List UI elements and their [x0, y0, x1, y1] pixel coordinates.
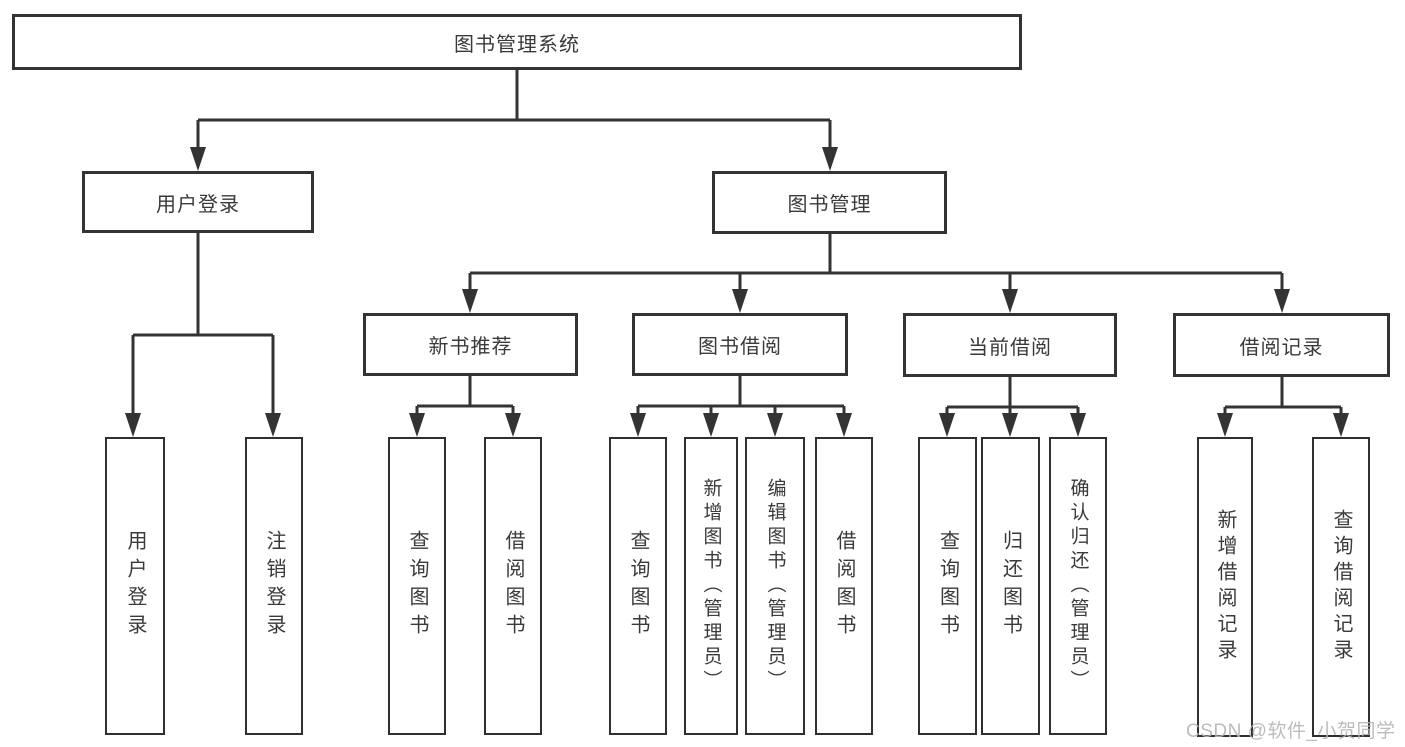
leaf-borrow-books-borrow: 借阅图书: [815, 437, 873, 735]
leaf-edit-books-admin: 编辑图书（管理员）: [745, 437, 805, 735]
leaf-query-books-newbooks-label: 查询图书: [406, 530, 428, 642]
node-book-management: 图书管理: [712, 171, 947, 234]
leaf-return-books: 归还图书: [981, 437, 1040, 735]
leaf-add-books-admin-label: 新增图书（管理员）: [700, 478, 722, 694]
leaf-edit-books-admin-label: 编辑图书（管理员）: [764, 478, 786, 694]
leaf-borrow-books-newbooks-label: 借阅图书: [502, 530, 524, 642]
node-user-login: 用户登录: [82, 171, 314, 233]
node-book-borrow-label: 图书借阅: [698, 336, 782, 358]
node-root: 图书管理系统: [12, 14, 1022, 70]
leaf-query-borrow-record: 查询借阅记录: [1312, 437, 1370, 737]
leaf-add-borrow-record: 新增借阅记录: [1197, 437, 1253, 737]
leaf-query-borrow-record-label: 查询借阅记录: [1330, 509, 1352, 665]
node-root-label: 图书管理系统: [454, 33, 580, 56]
node-user-login-label: 用户登录: [156, 193, 240, 216]
leaf-query-books-newbooks: 查询图书: [388, 437, 446, 735]
leaf-user-login: 用户登录: [105, 437, 165, 735]
leaf-confirm-return-admin-label: 确认归还（管理员）: [1067, 478, 1089, 694]
leaf-borrow-books-borrow-label: 借阅图书: [833, 530, 855, 642]
csdn-watermark: CSDN @软件_小贺同学: [1186, 721, 1396, 742]
node-current-borrow-label: 当前借阅: [968, 336, 1052, 359]
leaf-logout-label: 注销登录: [263, 530, 285, 642]
node-new-book-recommend: 新书推荐: [363, 313, 578, 376]
leaf-query-books-borrow-label: 查询图书: [627, 530, 649, 642]
leaf-query-books-borrow: 查询图书: [609, 437, 667, 735]
node-book-borrow: 图书借阅: [632, 313, 848, 376]
node-borrow-records: 借阅记录: [1173, 313, 1390, 377]
node-book-management-label: 图书管理: [787, 194, 872, 216]
leaf-logout: 注销登录: [245, 437, 303, 735]
leaf-user-login-label: 用户登录: [124, 530, 146, 642]
node-current-borrow: 当前借阅: [903, 313, 1117, 377]
leaf-query-books-current-label: 查询图书: [936, 530, 959, 642]
node-borrow-records-label: 借阅记录: [1239, 336, 1324, 359]
leaf-add-books-admin: 新增图书（管理员）: [684, 437, 738, 735]
leaf-confirm-return-admin: 确认归还（管理员）: [1049, 437, 1107, 735]
leaf-query-books-current: 查询图书: [918, 437, 977, 735]
leaf-borrow-books-newbooks: 借阅图书: [484, 437, 542, 735]
leaf-add-borrow-record-label: 新增借阅记录: [1214, 509, 1236, 665]
node-new-book-recommend-label: 新书推荐: [428, 336, 513, 358]
leaf-return-books-label: 归还图书: [999, 530, 1022, 642]
